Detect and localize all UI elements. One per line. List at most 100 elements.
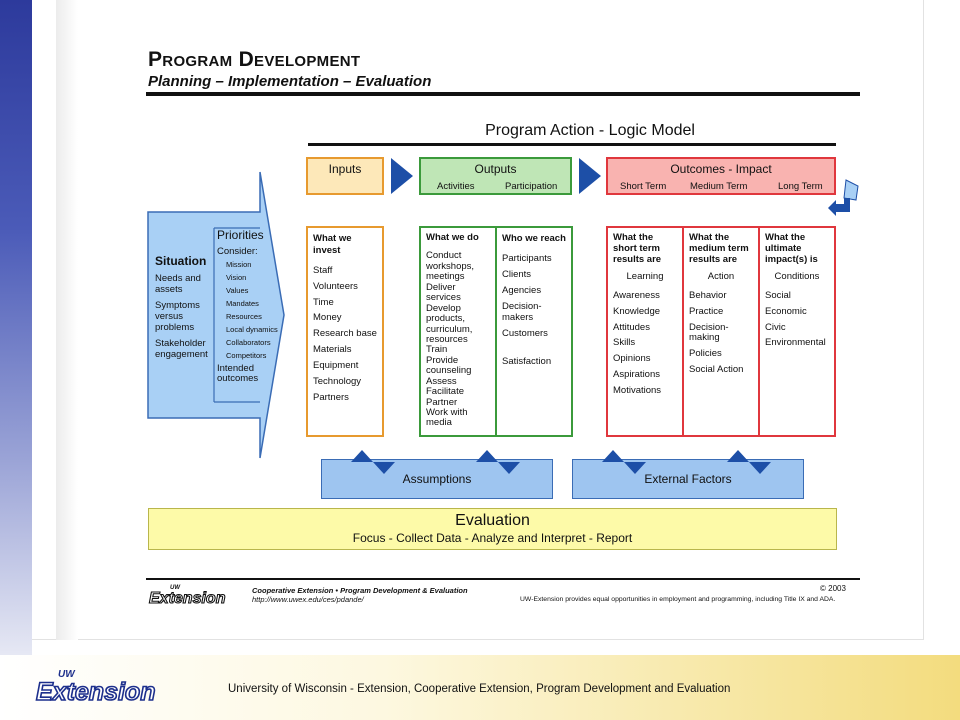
- outputs-header: Outputs Activities Participation: [419, 157, 572, 195]
- outputs-participation-label: Participation: [505, 181, 558, 192]
- medium-term-item: Social Action: [689, 364, 744, 376]
- logic-model-title: Program Action - Logic Model: [485, 122, 695, 139]
- participation-column-heading: Who we reach: [502, 233, 566, 244]
- medium-term-item: Policies: [689, 348, 722, 360]
- source-footer-info: Cooperative Extension • Program Developm…: [252, 586, 468, 604]
- evaluation-title: Evaluation: [455, 512, 530, 529]
- situation-item: Symptoms versus problems: [155, 299, 200, 333]
- participation-item: Decision-makers: [502, 300, 542, 324]
- source-footer-copyright: © 2003: [820, 584, 846, 593]
- activity-item: Assess: [426, 375, 457, 387]
- priorities-intended-outcomes: Intended outcomes: [217, 363, 259, 384]
- medium-term-column: What the medium term results are Action …: [682, 226, 760, 437]
- priority-item: Resources: [226, 312, 262, 321]
- input-item: Partners: [313, 391, 349, 403]
- activity-item: Deliver services: [426, 281, 461, 304]
- small-logo-extension: Extension: [149, 590, 226, 606]
- small-logo-uw: UW: [170, 585, 181, 591]
- assumptions-label: Assumptions: [402, 472, 472, 486]
- uw-extension-logo-small: UW Extension: [148, 585, 226, 606]
- outcomes-short-label: Short Term: [620, 181, 667, 192]
- outputs-to-outcomes-arrow-icon: [579, 158, 601, 194]
- short-term-column: What the short term results are Learning…: [606, 226, 684, 437]
- medium-term-type: Action: [707, 270, 735, 282]
- assumptions-arrows-icon: [351, 450, 520, 474]
- activity-item: Conduct workshops, meetings: [426, 250, 475, 283]
- source-footer-line1: Cooperative Extension • Program Developm…: [252, 586, 468, 595]
- short-term-item: Knowledge: [613, 305, 661, 317]
- logo-extension: Extension: [36, 678, 155, 704]
- outcomes-long-label: Long Term: [778, 181, 823, 192]
- situation-item: Stakeholder engagement: [155, 337, 208, 360]
- outcomes-header: Outcomes - Impact Short Term Medium Term…: [606, 157, 836, 195]
- priority-item: Vision: [226, 273, 247, 282]
- input-item: Volunteers: [313, 280, 358, 292]
- short-term-item: Motivations: [613, 385, 662, 397]
- priority-item: Collaborators: [226, 338, 271, 347]
- situation-section: Situation Needs and assets Symptoms vers…: [155, 254, 215, 365]
- short-term-item: Skills: [613, 337, 636, 349]
- slide-footer: [0, 655, 960, 720]
- participation-column: Who we reach Participants Clients Agenci…: [495, 226, 573, 437]
- short-term-item: Aspirations: [613, 369, 660, 381]
- activity-item: Work with media: [426, 407, 468, 429]
- card-shadow: [56, 0, 78, 640]
- situation-priorities-arrow: [147, 171, 285, 459]
- input-item: Technology: [313, 375, 362, 387]
- long-term-item: Social: [765, 289, 791, 301]
- participation-item: Customers: [502, 328, 548, 340]
- source-footer-rule: [146, 578, 860, 580]
- participation-item: Clients: [502, 268, 532, 280]
- input-item: Equipment: [313, 360, 359, 371]
- slide-footer-text: University of Wisconsin - Extension, Coo…: [228, 683, 731, 695]
- inputs-column-heading: What we invest: [313, 233, 352, 256]
- medium-term-item: Decision-making: [689, 321, 729, 344]
- long-term-heading: What the ultimate impact(s) is: [765, 232, 818, 265]
- long-term-column: What the ultimate impact(s) is Condition…: [758, 226, 836, 437]
- participation-satisfaction: Satisfaction: [502, 356, 552, 368]
- medium-term-item: Practice: [689, 305, 724, 317]
- page-subtitle: Planning – Implementation – Evaluation: [148, 73, 432, 90]
- outcomes-header-label: Outcomes - Impact: [670, 162, 772, 176]
- priority-item: Competitors: [226, 351, 267, 360]
- medium-term-heading: What the medium term results are: [689, 232, 749, 265]
- outcomes-medium-label: Medium Term: [690, 181, 748, 192]
- activities-column: What we do Conduct workshops, meetings D…: [419, 226, 497, 437]
- input-item: Time: [313, 296, 334, 308]
- source-footer-equal-opportunity: UW-Extension provides equal opportunitie…: [520, 596, 836, 603]
- logic-model-rule: [308, 143, 836, 146]
- long-term-item: Economic: [765, 305, 807, 317]
- activity-item: Provide counseling: [426, 354, 472, 377]
- input-item: Materials: [313, 344, 352, 356]
- priorities-title: Priorities: [217, 228, 264, 242]
- external-factors-bar: External Factors: [572, 459, 804, 499]
- inputs-to-outputs-arrow-icon: [391, 158, 413, 194]
- priorities-section: Priorities Consider: Mission Vision Valu…: [217, 228, 278, 384]
- long-term-item: Civic: [765, 321, 786, 333]
- outputs-header-label: Outputs: [474, 162, 517, 176]
- priorities-consider: Consider:: [217, 246, 258, 257]
- priority-item: Values: [226, 286, 249, 295]
- outputs-activities-label: Activities: [437, 181, 475, 192]
- short-term-type: Learning: [626, 270, 664, 282]
- logo-uw: UW: [58, 669, 76, 680]
- external-factors-label: External Factors: [644, 472, 732, 486]
- uw-extension-logo: UW Extension: [35, 669, 156, 704]
- activities-column-heading: What we do: [426, 232, 479, 243]
- page-title: Program Development: [148, 48, 361, 71]
- source-footer-url: http://www.uwex.edu/ces/pdande/: [252, 595, 364, 604]
- short-term-item: Attitudes: [613, 321, 650, 333]
- long-term-type: Conditions: [774, 270, 820, 282]
- input-item: Money: [313, 312, 342, 324]
- situation-item: Needs and assets: [155, 273, 201, 295]
- input-item: Research base: [313, 328, 377, 340]
- short-term-heading: What the short term results are: [613, 232, 662, 265]
- short-term-item: Awareness: [613, 289, 660, 301]
- situation-title: Situation: [155, 254, 207, 268]
- activity-item: Develop products, curriculum, resources: [426, 302, 473, 345]
- priority-item: Mandates: [226, 299, 259, 308]
- priority-item: Mission: [226, 260, 252, 269]
- priority-item: Local dynamics: [226, 325, 278, 334]
- slide-left-accent-bar: [0, 0, 32, 655]
- activity-item: Train: [426, 344, 448, 356]
